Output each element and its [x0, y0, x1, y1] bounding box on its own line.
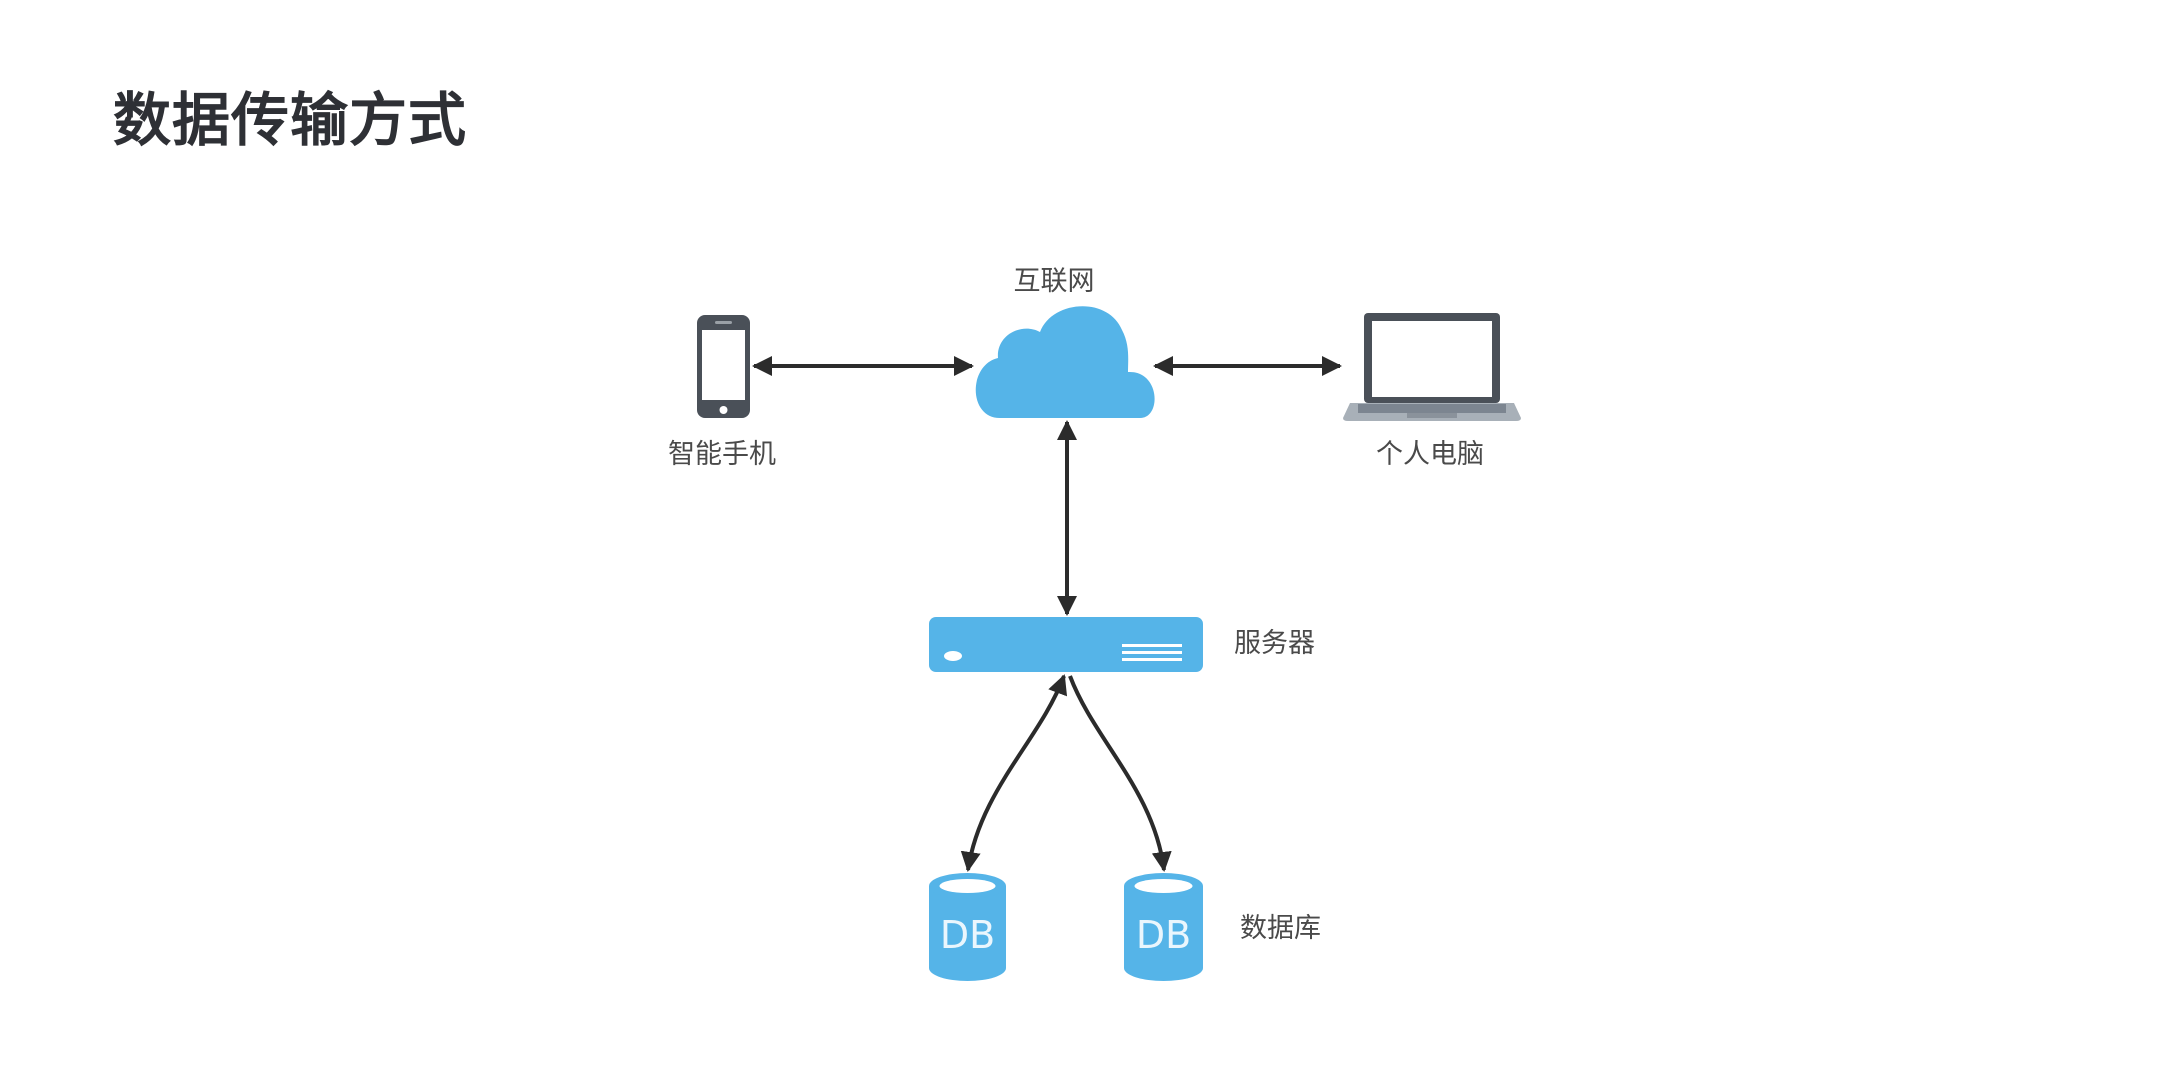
arrow-server-database-1: [960, 674, 1068, 872]
database-label: 数据库: [1240, 913, 1321, 944]
laptop-icon: [1343, 313, 1521, 421]
database-icon: DB: [929, 873, 1006, 981]
database-icon: DB: [1124, 873, 1203, 981]
personal-computer-label: 个人电脑: [1376, 439, 1484, 470]
database-1-text: DB: [940, 913, 995, 957]
cloud-icon: [975, 306, 1155, 418]
smartphone-label: 智能手机: [668, 439, 776, 470]
arrow-server-database-2: [1068, 675, 1172, 872]
smartphone-icon: [697, 315, 750, 418]
server-label: 服务器: [1234, 628, 1315, 659]
database-2-text: DB: [1136, 913, 1191, 957]
page-title: 数据传输方式: [113, 86, 468, 154]
server-icon: [929, 617, 1203, 672]
internet-label: 互联网: [1014, 266, 1095, 297]
